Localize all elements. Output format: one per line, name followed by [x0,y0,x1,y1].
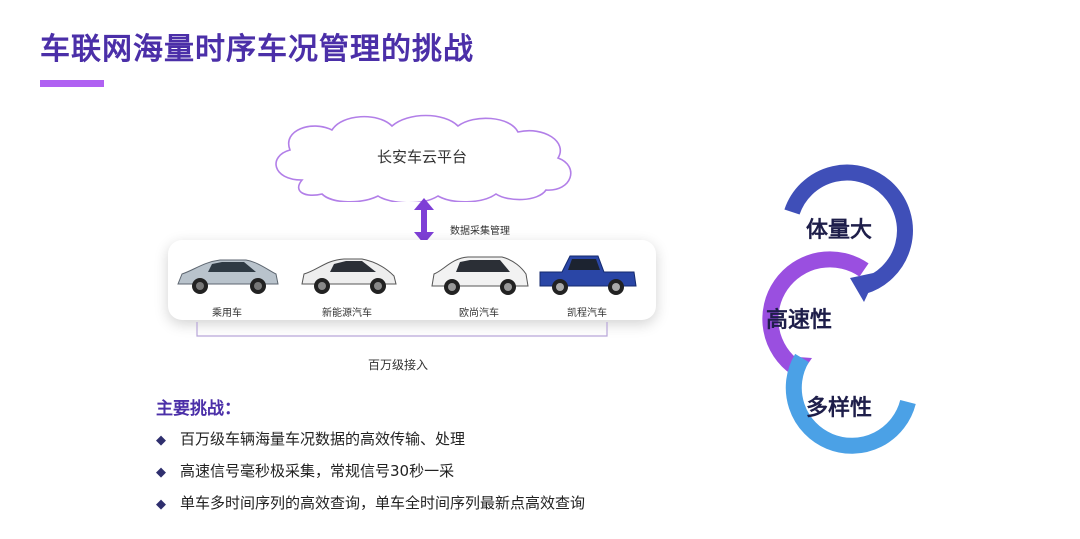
ring-label-volume: 体量大 [806,212,872,244]
car-icon [172,250,282,298]
bracket-line [196,322,608,338]
cloud-label: 长安车云平台 [262,146,582,167]
cloud-platform: 长安车云平台 [262,110,582,202]
ring-label-variety: 多样性 [806,390,872,422]
vehicle-card: 乘用车 新能源汽车 欧尚汽车 凯程汽车 [168,240,656,320]
car-sedan: 乘用车 [172,248,282,318]
car-pickup: 凯程汽车 [532,248,642,318]
car-ev: 新能源汽车 [292,248,402,318]
diamond-bullet-icon: ◆ [156,465,170,480]
car-label: 新能源汽车 [292,304,402,319]
characteristics-rings: 体量大 高速性 多样性 [732,162,932,474]
ring-label-velocity: 高速性 [766,302,832,334]
challenge-item: ◆ 百万级车辆海量车况数据的高效传输、处理 [156,428,465,449]
car-label: 乘用车 [172,304,282,319]
car-label: 欧尚汽车 [424,304,534,319]
challenge-text: 单车多时间序列的高效查询，单车全时间序列最新点高效查询 [180,494,585,512]
challenge-text: 百万级车辆海量车况数据的高效传输、处理 [180,430,465,448]
challenge-item: ◆ 高速信号毫秒极采集，常规信号30秒一采 [156,460,454,481]
arrow-label: 数据采集管理 [450,222,510,237]
car-label: 凯程汽车 [532,304,642,319]
brace-label: 百万级接入 [368,356,428,373]
challenge-text: 高速信号毫秒极采集，常规信号30秒一采 [180,462,454,480]
diamond-bullet-icon: ◆ [156,497,170,512]
challenges-heading: 主要挑战： [156,394,241,419]
diamond-bullet-icon: ◆ [156,433,170,448]
car-icon [532,250,642,298]
bidirectional-arrow-icon [413,198,435,244]
car-icon [424,250,534,298]
car-icon [292,250,402,298]
title-underline [40,80,104,87]
challenge-item: ◆ 单车多时间序列的高效查询，单车全时间序列最新点高效查询 [156,492,585,513]
car-suv: 欧尚汽车 [424,248,534,318]
page-title: 车联网海量时序车况管理的挑战 [40,24,474,68]
